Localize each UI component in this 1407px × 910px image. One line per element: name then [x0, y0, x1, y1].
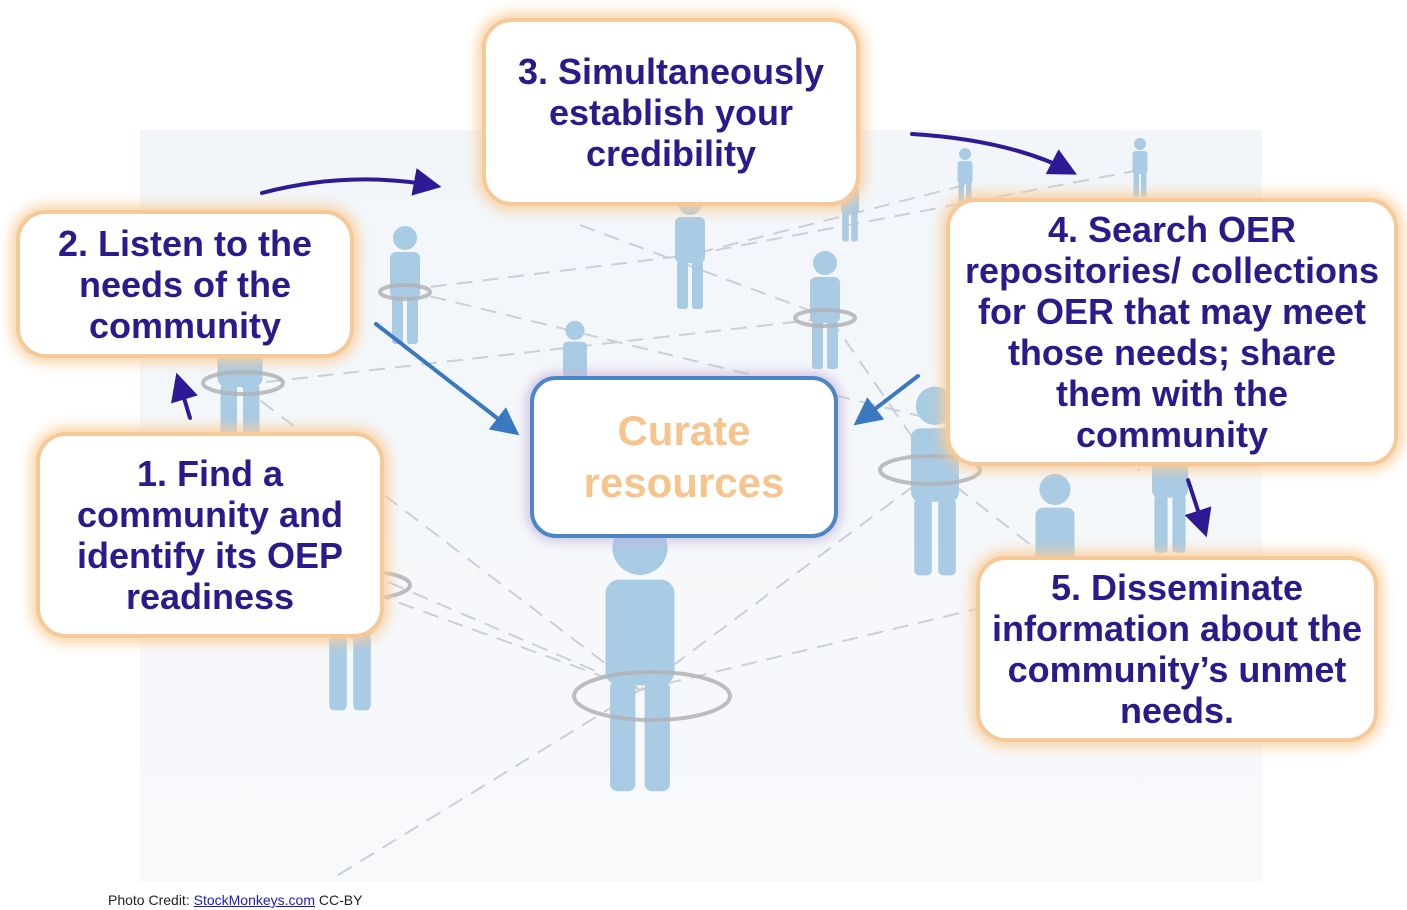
- step-box-3: 3. Simultaneously establish your credibi…: [482, 18, 860, 206]
- arrow-step1-to-step2: [171, 372, 198, 420]
- arrow-step3-to-step4: [910, 132, 1077, 175]
- center-box-curate: Curate resources: [530, 376, 838, 538]
- flow-arrows: [171, 132, 1212, 538]
- step-box-1: 1. Find a community and identify its OEP…: [36, 432, 384, 638]
- step-label-1: 1. Find a community and identify its OEP…: [76, 453, 344, 617]
- arrow-step4-to-center: [853, 374, 920, 426]
- arrow-step2-to-center: [374, 322, 520, 436]
- photo-credit: Photo Credit: StockMonkeys.com CC-BY: [108, 892, 362, 908]
- step-box-4: 4. Search OER repositories/ collections …: [946, 198, 1398, 466]
- step-label-2: 2. Listen to the needs of the community: [57, 222, 313, 346]
- arrow-step4-to-step5: [1184, 478, 1212, 538]
- step-label-5: 5. Disseminate information about the com…: [992, 567, 1362, 731]
- step-box-5: 5. Disseminate information about the com…: [976, 556, 1378, 742]
- credit-link[interactable]: StockMonkeys.com: [193, 892, 315, 908]
- credit-suffix: CC-BY: [318, 892, 363, 908]
- center-label: Curate resources: [583, 407, 785, 506]
- step-box-2: 2. Listen to the needs of the community: [16, 210, 354, 358]
- step-label-3: 3. Simultaneously establish your credibi…: [517, 50, 825, 174]
- credit-prefix: Photo Credit:: [108, 892, 190, 908]
- step-label-4: 4. Search OER repositories/ collections …: [964, 209, 1380, 455]
- arrow-step2-to-step3: [260, 168, 442, 196]
